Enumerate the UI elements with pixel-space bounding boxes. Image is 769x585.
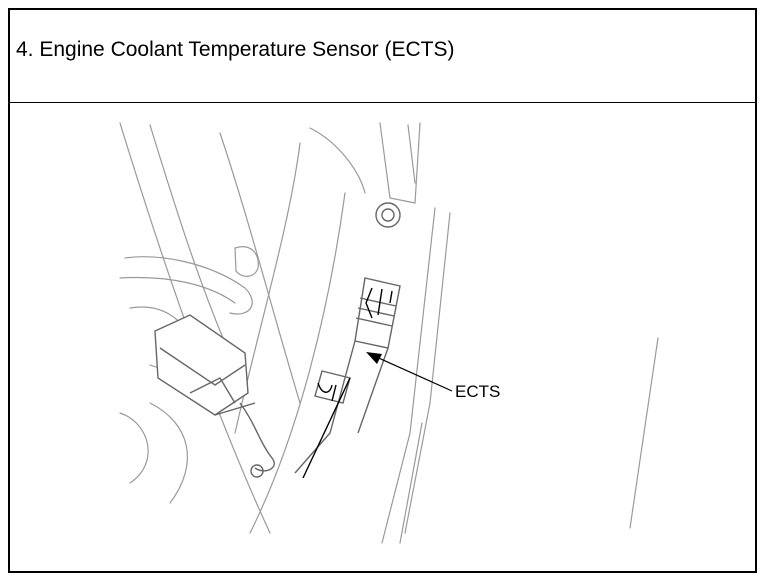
housing-edge bbox=[404, 212, 451, 534]
connector-plug-detail bbox=[159, 347, 246, 386]
sensor-wire bbox=[239, 402, 275, 472]
sensor-thread bbox=[357, 307, 395, 317]
callout-leader bbox=[366, 352, 453, 392]
sensor-clip-hook bbox=[317, 382, 333, 393]
housing-outline bbox=[407, 124, 416, 184]
sensor-bracket-line bbox=[302, 377, 351, 479]
sensor-highlight bbox=[377, 288, 383, 316]
sensor-thread bbox=[355, 317, 393, 327]
section-header: 4. Engine Coolant Temperature Sensor (EC… bbox=[10, 10, 755, 103]
connector-plug-detail bbox=[189, 377, 236, 404]
mounting-bolt bbox=[375, 202, 401, 228]
callout-label: ECTS bbox=[455, 382, 500, 401]
ground-bolt bbox=[250, 464, 264, 478]
sensor-clip bbox=[314, 370, 351, 404]
hose-outline bbox=[119, 412, 149, 484]
block-edge-line bbox=[309, 127, 366, 194]
housing-edge bbox=[381, 207, 436, 544]
hose-outline bbox=[124, 256, 253, 315]
housing-outline bbox=[379, 122, 421, 204]
sensor-clip-hook bbox=[331, 384, 337, 402]
sensor-thread bbox=[359, 297, 397, 307]
engine-illustration: ECTS bbox=[10, 103, 755, 571]
section-title: 4. Engine Coolant Temperature Sensor (EC… bbox=[16, 38, 455, 61]
panel-edge bbox=[629, 337, 659, 529]
block-edge-line bbox=[249, 192, 346, 534]
sensor-shaft bbox=[294, 340, 356, 474]
block-edge-line bbox=[219, 132, 301, 404]
housing-edge bbox=[399, 422, 423, 544]
sensor-highlight bbox=[389, 290, 393, 304]
connector-plug-detail bbox=[214, 402, 256, 416]
bolt-outline bbox=[234, 246, 259, 277]
hose-outline bbox=[149, 402, 188, 504]
sensor-shaft bbox=[357, 347, 389, 434]
hose-outline bbox=[119, 276, 236, 304]
sensor-highlight bbox=[365, 287, 373, 319]
block-edge-line bbox=[149, 124, 226, 344]
document-frame: 4. Engine Coolant Temperature Sensor (EC… bbox=[8, 8, 757, 573]
mounting-bolt-center bbox=[381, 208, 395, 222]
connector-plug bbox=[154, 314, 249, 416]
